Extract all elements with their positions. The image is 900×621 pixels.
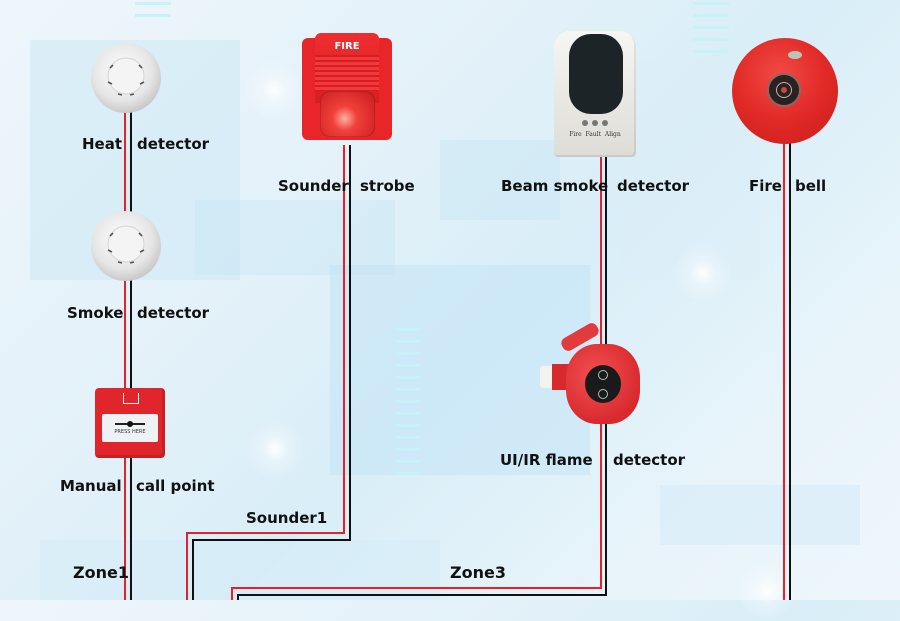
zone3-label: Zone3 [450,563,506,582]
light-glow [244,60,304,120]
decorative-stripes [135,2,171,26]
sensor-window [585,365,621,403]
press-here-text: PRESS HERE [114,429,146,435]
heat-detector-icon [90,42,162,114]
sounder-strobe-icon: FIRE [302,33,392,143]
sounder1-negative-wire [192,145,351,600]
flame-detector-label-right: detector [613,451,686,469]
sounder1-positive-wire [186,145,345,600]
background-panel [440,140,560,220]
heat-detector-label-left: Heat [82,135,123,153]
heat-detector-label-right: detector [137,135,210,153]
decorative-stripes [693,2,729,62]
fire-text: FIRE [334,41,360,52]
flame-detector-label-left: UI/IR flame [500,451,593,469]
flame-detector-icon [538,320,648,432]
beam-lens [569,34,623,114]
sounder-strobe-label-right: strobe [360,177,415,195]
smoke-detector-label-left: Smoke [67,304,124,322]
beam-smoke-detector-icon: Fire Fault Align [552,31,638,157]
sounder-strobe-label-left: Sounder [278,177,349,195]
background-panel [660,485,860,545]
light-glow [245,419,305,479]
light-glow [673,243,733,303]
fire-bell-icon [732,38,838,144]
bell-striker [767,73,801,107]
fire-bell-label-left: Fire [749,177,782,195]
smoke-detector-icon [90,210,162,282]
manual-call-point-label-left: Manual [60,477,122,495]
manual-call-point-label-right: call point [136,477,215,495]
decorative-stripes [396,328,420,484]
fire-bell-label-right: bell [795,177,827,195]
indicator-text: Fire Fault Align [569,131,621,138]
smoke-detector-label-right: detector [137,304,210,322]
strobe-lens [320,91,375,137]
manual-call-point-icon: PRESS HERE [95,388,165,458]
beam-detector-label-left: Beam smoke [501,177,609,195]
fire-house-icon [123,393,139,404]
background-panel [40,540,440,600]
sounder1-label: Sounder1 [246,509,328,527]
background-panel [195,200,395,275]
beam-detector-label-right: detector [617,177,690,195]
zone1-label: Zone1 [73,563,129,582]
